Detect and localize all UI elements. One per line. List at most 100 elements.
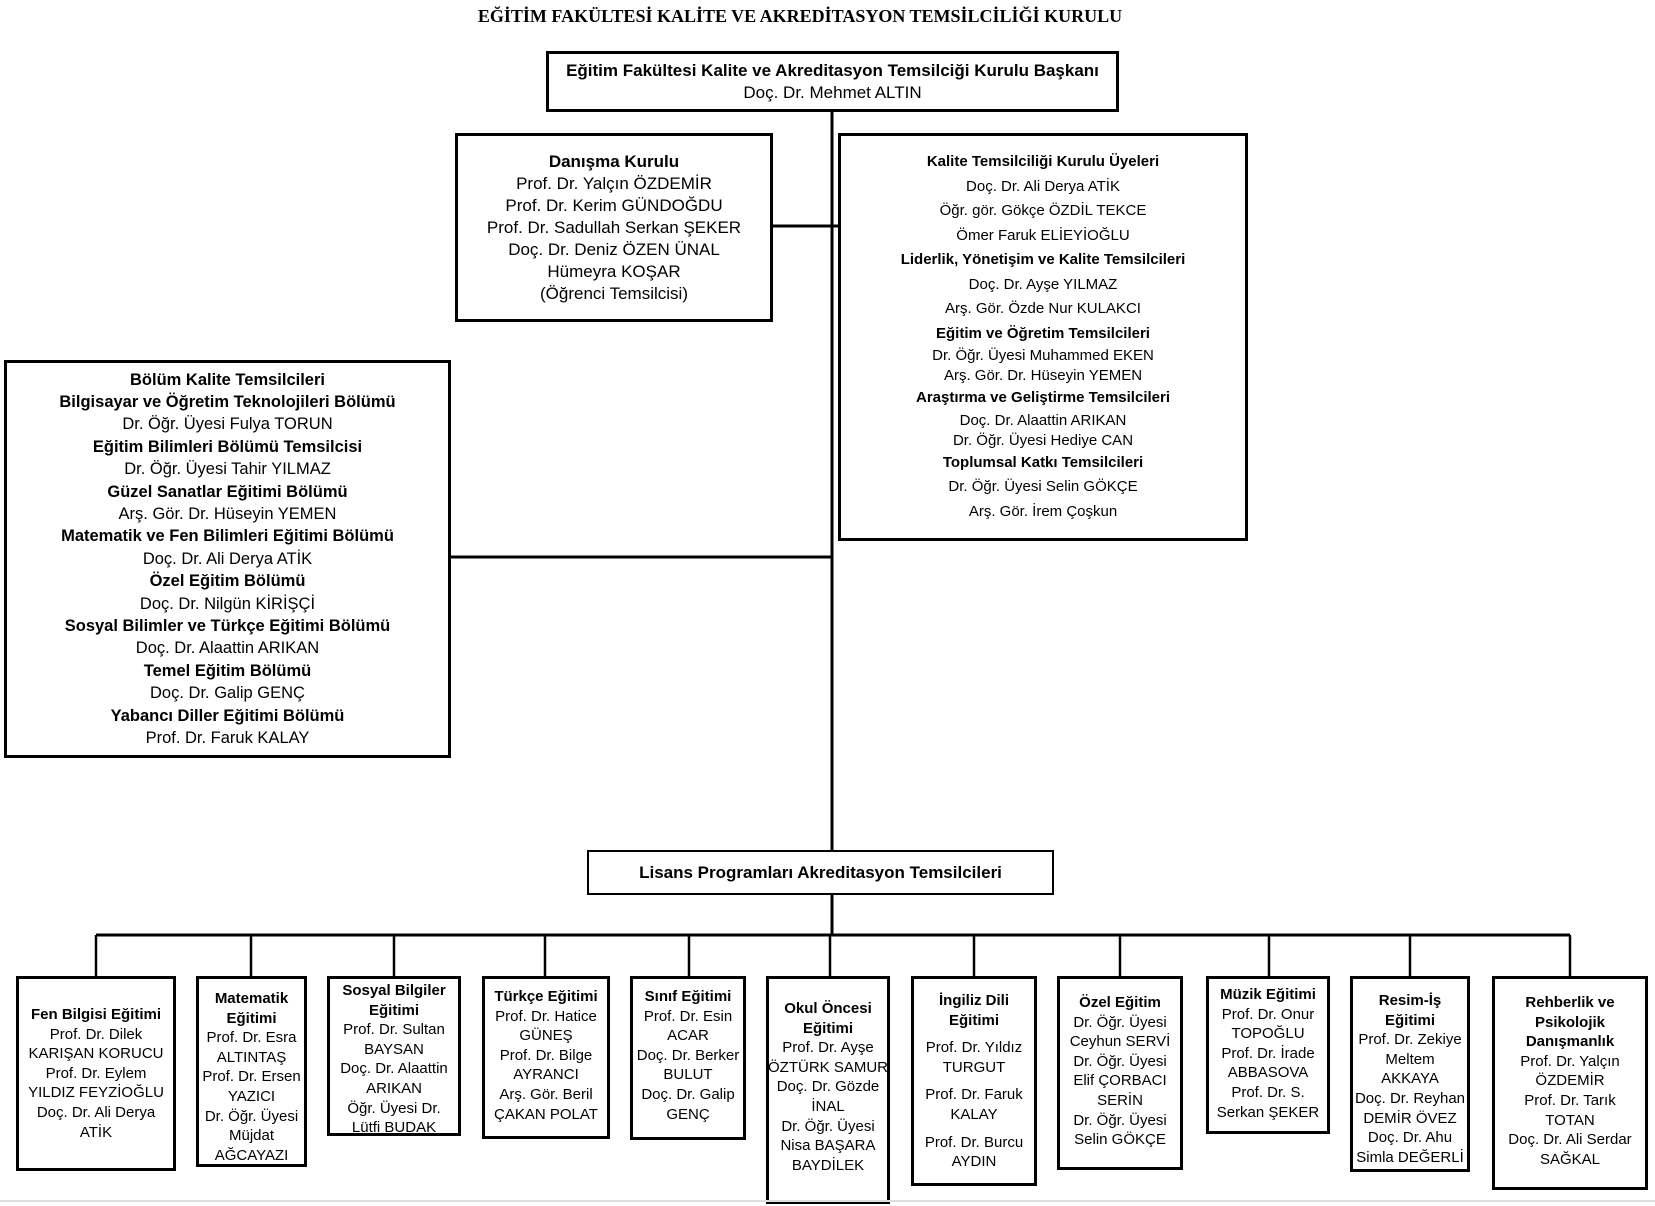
program-member: Prof. Dr. Zekiye: [1358, 1031, 1462, 1049]
program-member: Prof. Dr. Esin: [643, 1007, 733, 1025]
department-name: Sosyal Bilimler ve Türkçe Eğitimi Bölümü: [64, 617, 391, 636]
program-title: Müzik Eğitimi: [1220, 986, 1316, 1003]
program-member: AYDIN: [951, 1153, 997, 1171]
quality-group-title: Kalite Temsilciliği Kurulu Üyeleri: [926, 153, 1160, 170]
program-member: Prof. Dr. Faruk: [925, 1086, 1023, 1104]
program-member: ACAR: [667, 1027, 709, 1045]
department-rep: Dr. Öğr. Üyesi Fulya TORUN: [122, 415, 333, 434]
program-title: Danışmanlık: [1525, 1033, 1615, 1051]
program-member: Nisa BAŞARA: [780, 1137, 876, 1155]
program-member: AĞCAYAZI: [214, 1146, 289, 1164]
department-reps-box: Bölüm Kalite Temsilcileri Bilgisayar ve …: [4, 360, 451, 758]
quality-group-title: Liderlik, Yönetişim ve Kalite Temsilcile…: [900, 251, 1186, 268]
program-member: Prof. Dr. Tarık: [1524, 1091, 1616, 1109]
program-box-okul-oncesi: Okul Öncesi Eğitimi Prof. Dr. Ayşe ÖZTÜR…: [766, 976, 890, 1204]
quality-group-title: Eğitim ve Öğretim Temsilcileri: [936, 324, 1150, 342]
program-member: Selin GÖKÇE: [1074, 1131, 1166, 1149]
program-member: Doç. Dr. Alaattin: [340, 1060, 448, 1078]
program-member: Prof. Dr. Eylem: [45, 1064, 147, 1082]
program-title: Okul Öncesi: [784, 1000, 872, 1017]
department-rep: Dr. Öğr. Üyesi Tahir YILMAZ: [124, 460, 331, 479]
program-member: Dr. Öğr. Üyesi: [1073, 1111, 1167, 1129]
quality-member: Doç. Dr. Ayşe YILMAZ: [968, 275, 1118, 293]
program-member: TOTAN: [1545, 1111, 1595, 1129]
advisory-member: Doç. Dr. Deniz ÖZEN ÜNAL: [508, 239, 720, 259]
quality-member: Doç. Dr. Alaattin ARIKAN: [959, 411, 1127, 429]
program-title: Rehberlik ve: [1525, 994, 1615, 1011]
program-member: BAYDİLEK: [791, 1156, 865, 1174]
advisory-board-box: Danışma Kurulu Prof. Dr. Yalçın ÖZDEMİR …: [455, 133, 773, 322]
program-member: Prof. Dr. Bilge: [499, 1046, 593, 1064]
department-name: Matematik ve Fen Bilimleri Eğitimi Bölüm…: [61, 527, 394, 546]
licence-programs-box: Lisans Programları Akreditasyon Temsilci…: [587, 850, 1054, 895]
program-member: Doç. Dr. Gözde: [776, 1078, 880, 1096]
program-member: Doç. Dr. Galip: [641, 1085, 735, 1103]
program-member: TOPOĞLU: [1231, 1025, 1305, 1043]
program-box-resim-is: Resim-İş Eğitimi Prof. Dr. Zekiye Meltem…: [1350, 976, 1470, 1172]
quality-member: Ömer Faruk ELİEYİOĞLU: [956, 226, 1130, 244]
department-name: Güzel Sanatlar Eğitimi Bölümü: [107, 482, 348, 501]
department-rep: Doç. Dr. Ali Derya ATİK: [142, 549, 313, 568]
program-member: Dr. Öğr. Üyesi: [781, 1117, 875, 1135]
licence-programs-title: Lisans Programları Akreditasyon Temsilci…: [639, 862, 1002, 882]
department-rep: Arş. Gör. Dr. Hüseyin YEMEN: [118, 504, 337, 523]
head-name: Doç. Dr. Mehmet ALTIN: [743, 82, 922, 102]
program-member: Doç. Dr. Ali Derya: [36, 1103, 156, 1121]
program-member: AYRANCI: [513, 1066, 579, 1084]
program-member: BAYSAN: [364, 1040, 424, 1058]
program-title: Resim-İş: [1378, 992, 1442, 1009]
advisory-title: Danışma Kurulu: [548, 151, 680, 171]
department-name: Yabancı Diller Eğitimi Bölümü: [110, 706, 345, 725]
department-rep: Doç. Dr. Alaattin ARIKAN: [135, 639, 320, 658]
program-member: ÇAKAN POLAT: [494, 1105, 598, 1123]
department-rep: Doç. Dr. Nilgün KİRİŞÇİ: [139, 594, 316, 613]
advisory-member: Prof. Dr. Yalçın ÖZDEMİR: [516, 173, 712, 193]
program-title: Eğitimi: [948, 1011, 999, 1029]
program-member: Prof. Dr. Ersen: [202, 1068, 301, 1086]
program-title: Eğitimi: [368, 1001, 419, 1019]
quality-member: Doç. Dr. Ali Derya ATİK: [966, 177, 1120, 195]
program-member: ARIKAN: [366, 1079, 422, 1097]
program-member: Simla DEĞERLİ: [1356, 1148, 1464, 1166]
head-role: Eğitim Fakültesi Kalite ve Akreditasyon …: [566, 60, 1099, 80]
program-member: Doç. Dr. Berker: [636, 1046, 740, 1064]
program-member: KARIŞAN KORUCU: [28, 1045, 164, 1063]
program-member: Müjdat: [228, 1127, 275, 1145]
program-member: Prof. Dr. Hatice: [495, 1007, 597, 1025]
program-box-sosyal-bilgiler: Sosyal Bilgiler Eğitimi Prof. Dr. Sultan…: [327, 976, 461, 1136]
page-title: EĞİTİM FAKÜLTESİ KALİTE VE AKREDİTASYON …: [477, 6, 1123, 26]
department-reps-title: Bölüm Kalite Temsilcileri: [129, 370, 325, 389]
program-member: Dr. Öğr. Üyesi: [1073, 1052, 1167, 1070]
program-box-ingiliz-dili: İngiliz Dili Eğitimi Prof. Dr. Yıldız TU…: [911, 976, 1037, 1186]
program-member: YILDIZ FEYZİOĞLU: [28, 1084, 164, 1102]
program-title: Psikolojik: [1534, 1013, 1606, 1031]
quality-member: Arş. Gör. Dr. Hüseyin YEMEN: [943, 367, 1143, 384]
program-box-matematik: Matematik Eğitimi Prof. Dr. Esra ALTINTA…: [196, 976, 307, 1167]
program-member: Prof. Dr. Yalçın: [1520, 1052, 1620, 1070]
program-member: KALAY: [950, 1105, 998, 1123]
program-member: Ceyhun SERVİ: [1069, 1033, 1171, 1051]
program-member: DEMİR ÖVEZ: [1363, 1109, 1457, 1127]
department-name: Temel Eğitim Bölümü: [143, 661, 312, 680]
program-box-rehberlik: Rehberlik ve Psikolojik Danışmanlık Prof…: [1492, 976, 1648, 1190]
program-member: Meltem: [1385, 1050, 1435, 1068]
program-box-turkce: Türkçe Eğitimi Prof. Dr. Hatice GÜNEŞ Pr…: [482, 976, 610, 1139]
program-member: ATİK: [79, 1123, 113, 1141]
quality-member: Dr. Öğr. Üyesi Selin GÖKÇE: [948, 478, 1138, 495]
program-member: Prof. Dr. Ayşe: [782, 1039, 874, 1057]
program-member: Prof. Dr. Dilek: [49, 1025, 143, 1043]
quality-reps-box: Kalite Temsilciliği Kurulu Üyeleri Doç. …: [838, 133, 1248, 541]
program-member: BULUT: [663, 1066, 713, 1084]
program-member: Prof. Dr. S.: [1231, 1083, 1305, 1101]
program-member: YAZICI: [227, 1087, 276, 1105]
program-member: Arş. Gör. Beril: [499, 1085, 593, 1103]
program-member: Dr. Öğr. Üyesi: [1073, 1013, 1167, 1031]
program-box-fen-bilgisi: Fen Bilgisi Eğitimi Prof. Dr. Dilek KARI…: [16, 976, 176, 1171]
department-name: Bilgisayar ve Öğretim Teknolojileri Bölü…: [59, 392, 396, 411]
advisory-member: Prof. Dr. Kerim GÜNDOĞDU: [505, 195, 723, 215]
advisory-member: (Öğrenci Temsilcisi): [540, 283, 688, 303]
quality-member: Dr. Öğr. Üyesi Muhammed EKEN: [932, 347, 1154, 364]
program-member: Serkan ŞEKER: [1216, 1103, 1320, 1121]
program-title: Sınıf Eğitimi: [644, 988, 732, 1005]
